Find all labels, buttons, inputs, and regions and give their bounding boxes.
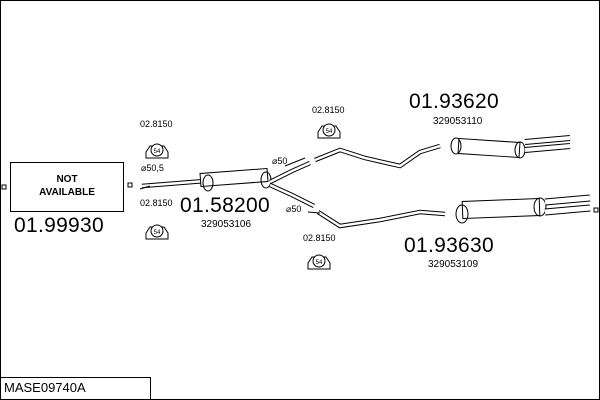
rear-upper-oe-number: 329053110 [433, 116, 483, 127]
center-part-number: 01.58200 [180, 194, 270, 217]
rear-upper-clamp-number: 02.8150 [312, 105, 345, 115]
not-available-box: NOT AVAILABLE [10, 162, 124, 212]
footer-code-box: MASE09740A [0, 377, 151, 399]
connector-left [1, 184, 7, 190]
rear-lower-clamp-number: 02.8150 [303, 233, 336, 243]
rear-lower-oe-number: 329053109 [428, 259, 479, 270]
rear-lower-diameter-label: ⌀50 [286, 204, 302, 214]
clamp-badge-center-top: 54 [154, 149, 161, 155]
rear-upper-part-number: 01.93620 [409, 90, 499, 113]
clamp-badge-rear-lower: 54 [316, 260, 323, 266]
rear-lower-part-number: 01.93630 [404, 234, 494, 257]
clamp-icon-rear-upper [317, 123, 341, 139]
footer-code: MASE09740A [4, 380, 86, 395]
arrow-upper-split [284, 157, 306, 167]
connector-front [127, 182, 133, 188]
arrow-center-inlet [139, 185, 151, 190]
front-part-number: 01.99930 [14, 214, 104, 237]
center-clamp-bottom-number: 02.8150 [140, 198, 173, 208]
rear-upper-diameter-label: ⌀50 [272, 156, 288, 166]
rear-upper-pipe [314, 143, 441, 169]
clamp-badge-center-bottom: 54 [154, 230, 161, 236]
clamp-badge-rear-upper: 54 [326, 129, 333, 135]
arrow-lower-split [307, 211, 321, 214]
center-diameter-label: ⌀50,5 [141, 163, 164, 173]
not-available-line2: AVAILABLE [39, 187, 95, 198]
not-available-line1: NOT [56, 174, 78, 185]
clamp-icon-rear-lower [307, 254, 331, 270]
clamp-icon-center-top [145, 143, 169, 159]
center-oe-number: 329053106 [201, 219, 252, 230]
connector-right [593, 207, 599, 213]
clamp-icon-center-bottom [145, 224, 169, 240]
center-clamp-top-number: 02.8150 [140, 119, 173, 129]
